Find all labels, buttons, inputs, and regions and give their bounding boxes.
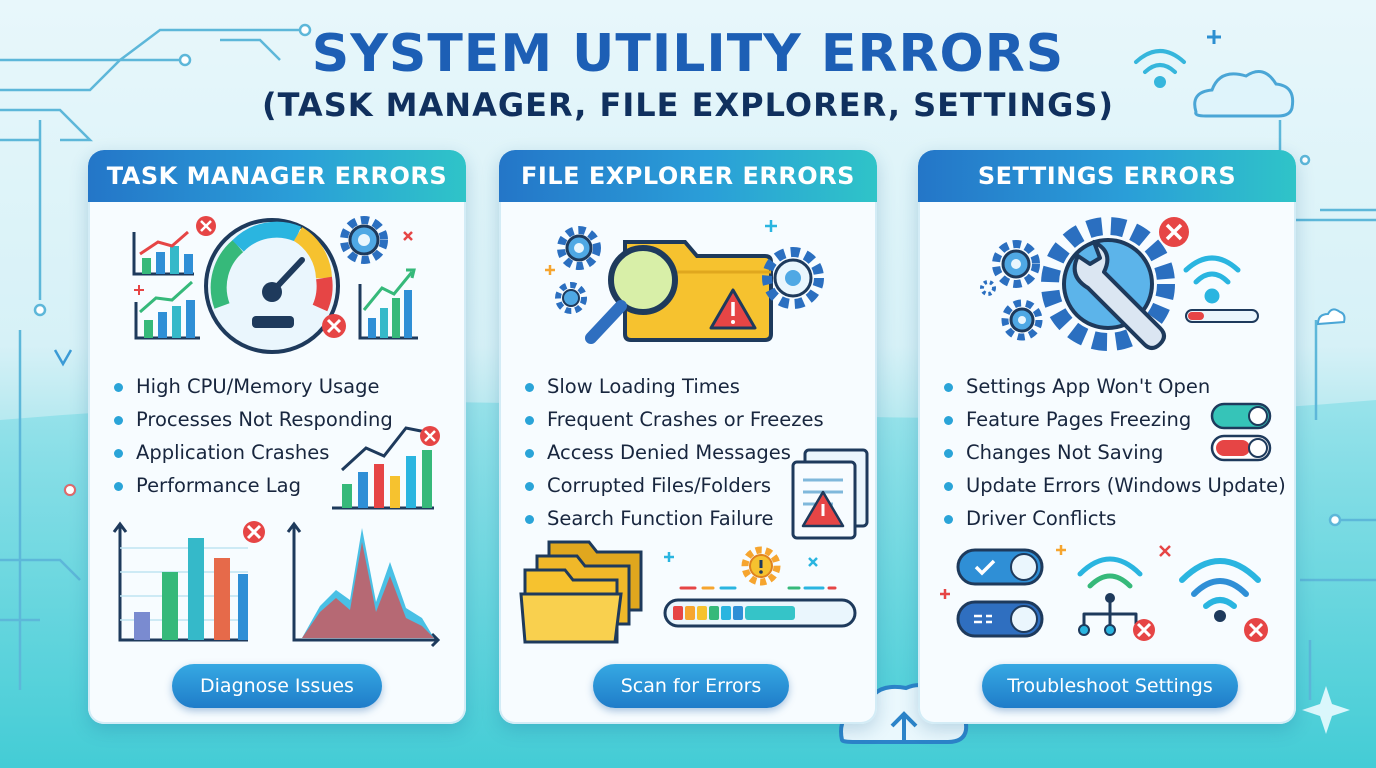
- error-icon: [1159, 217, 1189, 247]
- toggle-switch-icon: [1210, 402, 1272, 430]
- settings-card: SETTINGS ERRORS: [918, 150, 1296, 724]
- bar-chart-icon: [134, 280, 200, 340]
- file-explorer-illustration: [519, 220, 869, 644]
- list-item: Application Crashes: [114, 436, 393, 469]
- error-icon: [243, 521, 265, 543]
- task-manager-bullets: High CPU/Memory Usage Processes Not Resp…: [114, 370, 393, 502]
- circuit-lines-left: [0, 23, 312, 690]
- gear-icon: [741, 546, 781, 586]
- list-item: High CPU/Memory Usage: [114, 370, 393, 403]
- settings-illustration: [940, 217, 1272, 642]
- wifi-icon: [1179, 558, 1261, 622]
- toggle-switch-icon: [956, 600, 1044, 638]
- list-item: Search Function Failure: [525, 502, 824, 535]
- bar-chart-icon: [112, 521, 248, 642]
- sparkle-icon: [1302, 686, 1350, 734]
- list-item: Processes Not Responding: [114, 403, 393, 436]
- plus-icon: [1207, 30, 1221, 44]
- page-subtitle: (TASK MANAGER, FILE EXPLORER, SETTINGS): [261, 86, 1115, 124]
- settings-bullets: Settings App Won't Open Feature Pages Fr…: [944, 370, 1286, 535]
- gear-icon: [992, 240, 1040, 288]
- toggle-switch-icon: [1210, 434, 1272, 462]
- gear-icon: [762, 247, 824, 309]
- task-manager-card: TASK MANAGER ERRORS: [88, 150, 466, 724]
- page-title: SYSTEM UTILITY ERRORS: [311, 24, 1065, 84]
- small-cloud-icon: [1316, 308, 1346, 326]
- bar-chart-icon: [132, 230, 194, 276]
- list-item: Frequent Crashes or Freezes: [525, 403, 824, 436]
- warning-icon: [709, 288, 757, 330]
- gear-icon: [555, 282, 587, 314]
- area-chart-icon: [286, 521, 441, 648]
- bar-chart-icon: [358, 268, 418, 340]
- list-item: Feature Pages Freezing: [944, 403, 1286, 436]
- toggle-switch-icon: [956, 548, 1044, 586]
- gear-icon: [1001, 299, 1043, 341]
- list-item: Driver Conflicts: [944, 502, 1286, 535]
- list-item: Update Errors (Windows Update): [944, 469, 1286, 502]
- file-explorer-card: FILE EXPLORER ERRORS: [499, 150, 877, 724]
- scan-for-errors-button[interactable]: Scan for Errors: [593, 664, 789, 708]
- error-icon: [1133, 619, 1155, 641]
- error-icon: [420, 426, 440, 446]
- magnifier-icon: [585, 245, 678, 344]
- gear-icon: [557, 226, 601, 270]
- speedometer-icon: [204, 218, 340, 354]
- gear-icon: [980, 280, 996, 296]
- error-icon: [322, 314, 346, 338]
- cloud-icon: [1193, 70, 1295, 118]
- list-item: Settings App Won't Open: [944, 370, 1286, 403]
- document-icon: [791, 448, 869, 540]
- list-item: Performance Lag: [114, 469, 393, 502]
- file-explorer-bullets: Slow Loading Times Frequent Crashes or F…: [525, 370, 824, 535]
- list-item: Slow Loading Times: [525, 370, 824, 403]
- wifi-icon: [1183, 255, 1241, 304]
- list-item: Access Denied Messages: [525, 436, 824, 469]
- troubleshoot-settings-button[interactable]: Troubleshoot Settings: [982, 664, 1238, 708]
- network-icon: [1077, 556, 1143, 636]
- settings-header: SETTINGS ERRORS: [918, 150, 1296, 202]
- list-item: Corrupted Files/Folders: [525, 469, 824, 502]
- wifi-icon: [1134, 49, 1186, 88]
- file-explorer-header: FILE EXPLORER ERRORS: [499, 150, 877, 202]
- error-icon: [196, 216, 216, 236]
- error-icon: [1244, 618, 1268, 642]
- progress-bar: [663, 586, 857, 628]
- task-manager-header: TASK MANAGER ERRORS: [88, 150, 466, 202]
- task-manager-illustration: [112, 216, 441, 648]
- list-item: Changes Not Saving: [944, 436, 1286, 469]
- wrench-icon: [1072, 240, 1166, 350]
- diagnose-issues-button[interactable]: Diagnose Issues: [172, 664, 382, 708]
- gear-icon: [340, 216, 388, 264]
- bar-chart-icon: [332, 426, 434, 510]
- folder-icon: [519, 540, 643, 644]
- arrow-icon: [53, 349, 73, 367]
